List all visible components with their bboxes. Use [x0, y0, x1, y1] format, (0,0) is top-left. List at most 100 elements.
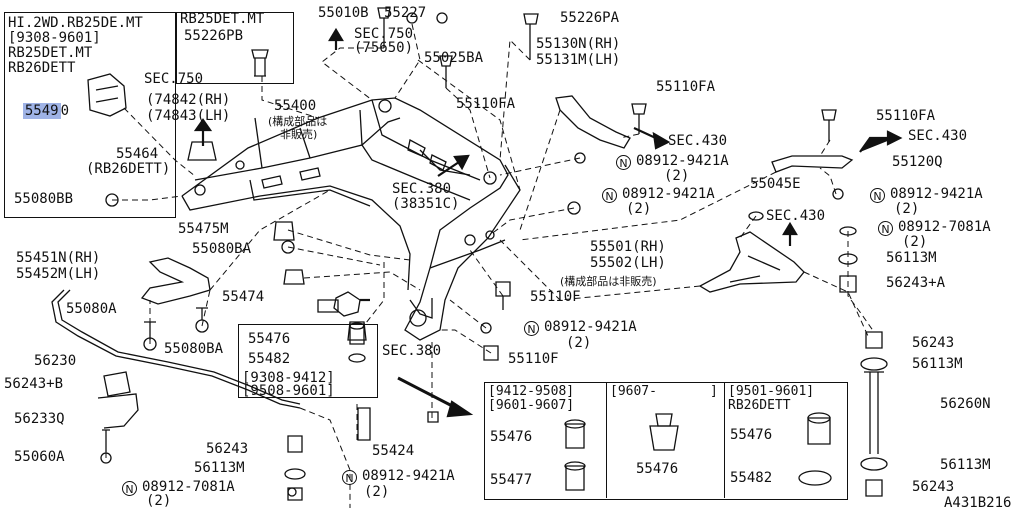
part-56113m-2[interactable]: 56113M	[912, 356, 963, 372]
part-56243-1[interactable]: 56243	[912, 335, 955, 351]
part-08912-7081a-1[interactable]: 08912-7081A	[898, 219, 991, 235]
part-55110fa-2[interactable]: 55110FA	[656, 79, 716, 95]
part-08912-9421a-3[interactable]: 08912-9421A	[890, 186, 983, 202]
part-08912-9421a-2[interactable]: 08912-9421A	[622, 186, 715, 202]
variant-cell-divider-2	[724, 382, 725, 498]
part-55452m[interactable]: 55452M(LH)	[16, 266, 101, 282]
sec750-b-sub: (75650)	[354, 40, 414, 56]
sec750-a-rh: (74842(RH)	[146, 92, 231, 108]
part-55477[interactable]: 55477	[490, 472, 533, 488]
part-55110f-2[interactable]: 55110F	[508, 351, 559, 367]
part-55045e[interactable]: 55045E	[750, 176, 801, 192]
part-55110f-1[interactable]: 55110F	[530, 289, 581, 305]
part-55227[interactable]: 55227	[384, 5, 427, 21]
part-55482-1[interactable]: 55482	[248, 351, 291, 367]
note-not-sold-2: 非販売)	[280, 128, 318, 141]
part-55476-4[interactable]: 55476	[730, 427, 773, 443]
part-55464[interactable]: 55464	[116, 146, 159, 162]
n-symbol-2: N	[602, 188, 617, 203]
n-symbol-5: N	[524, 321, 539, 336]
n-symbol-7: N	[122, 481, 137, 496]
n-symbol-1: N	[616, 155, 631, 170]
note-engine-2: [9308-9601]	[8, 30, 101, 46]
part-56113m-4[interactable]: 56113M	[940, 457, 991, 473]
rb25det-box	[176, 12, 294, 84]
sec380-a[interactable]: SEC.380	[392, 181, 452, 197]
part-55060a[interactable]: 55060A	[14, 449, 65, 465]
part-55501[interactable]: 55501(RH)	[590, 239, 666, 255]
part-08912-9421a-1[interactable]: 08912-9421A	[636, 153, 729, 169]
part-55226pa[interactable]: 55226PA	[560, 10, 620, 26]
note-not-sold-single: (構成部品は非販売)	[560, 275, 657, 288]
part-55080ba-1[interactable]: 55080BA	[192, 241, 252, 257]
part-56230[interactable]: 56230	[34, 353, 77, 369]
part-08912-9421a-5[interactable]: 08912-9421A	[362, 468, 455, 484]
qty-7: (2)	[146, 493, 172, 509]
part-55424[interactable]: 55424	[372, 443, 415, 459]
part-08912-9421a-4[interactable]: 08912-9421A	[544, 319, 637, 335]
part-55130n[interactable]: 55130N(RH)	[536, 36, 621, 52]
part-55476-1[interactable]: 55476	[248, 331, 291, 347]
part-55502[interactable]: 55502(LH)	[590, 255, 666, 271]
part-55226pb[interactable]: 55226PB	[184, 28, 244, 44]
part-56243b[interactable]: 56243+B	[4, 376, 64, 392]
part-55476-2[interactable]: 55476	[490, 429, 533, 445]
part-56243-3[interactable]: 56243	[912, 479, 955, 495]
part-55080bb[interactable]: 55080BB	[14, 191, 74, 207]
engine-variant-box	[4, 12, 176, 218]
note-rb26: (RB26DETT)	[86, 161, 171, 177]
part-55475m[interactable]: 55475M	[178, 221, 229, 237]
part-55080a[interactable]: 55080A	[66, 301, 117, 317]
diagram-id: A431B216	[944, 495, 1012, 511]
part-56243a[interactable]: 56243+A	[886, 275, 946, 291]
part-08912-7081a-2[interactable]: 08912-7081A	[142, 479, 235, 495]
part-55474[interactable]: 55474	[222, 289, 265, 305]
qty-3: (2)	[894, 201, 920, 217]
qty-6: (2)	[364, 484, 390, 500]
sec430-b[interactable]: SEC.430	[908, 128, 968, 144]
qty-2: (2)	[626, 201, 652, 217]
qty-1: (2)	[664, 168, 690, 184]
part-55120q[interactable]: 55120Q	[892, 154, 943, 170]
part-55476-3[interactable]: 55476	[636, 461, 679, 477]
sec430-a[interactable]: SEC.430	[668, 133, 728, 149]
bushing-detail-box	[238, 324, 378, 398]
sec750-a-lh: (74843(LH)	[146, 108, 231, 124]
part-55451n[interactable]: 55451N(RH)	[16, 250, 101, 266]
sec430-c[interactable]: SEC.430	[766, 208, 826, 224]
part-56233q[interactable]: 56233Q	[14, 411, 65, 427]
highlighted-part-suffix: 0	[60, 103, 70, 119]
note-engine-4: RB26DETT	[8, 60, 76, 76]
variant-detail-table	[484, 382, 848, 500]
part-56113m-3[interactable]: 56113M	[194, 460, 245, 476]
part-55110fa-3[interactable]: 55110FA	[876, 108, 936, 124]
range-9308-9412: [9308-9412]	[242, 370, 335, 386]
n-symbol-6: N	[342, 470, 357, 485]
note-engine-3: RB25DET.MT	[8, 45, 93, 61]
part-55010b[interactable]: 55010B	[318, 5, 369, 21]
range-9508-9601: [9508-9601]	[242, 383, 335, 399]
n-symbol-4: N	[878, 221, 893, 236]
note-engine-1: HI.2WD.RB25DE.MT	[8, 15, 143, 31]
note-not-sold-1: (構成部品は	[268, 115, 328, 128]
sec750-a[interactable]: SEC.750	[144, 71, 204, 87]
part-56113m-1[interactable]: 56113M	[886, 250, 937, 266]
sec380-a-sub: (38351C)	[392, 196, 460, 212]
part-56243-2[interactable]: 56243	[206, 441, 249, 457]
part-55025ba[interactable]: 55025BA	[424, 50, 484, 66]
n-symbol-3: N	[870, 188, 885, 203]
part-55482-2[interactable]: 55482	[730, 470, 773, 486]
part-55110fa-1[interactable]: 55110FA	[456, 96, 516, 112]
highlighted-part-number[interactable]: 5549	[22, 103, 61, 119]
sec750-b[interactable]: SEC.750	[354, 26, 414, 42]
cell1-range-2: [9601-9607]	[488, 398, 575, 413]
cell2-range-1: [9607-	[610, 384, 657, 399]
sec380-b[interactable]: SEC.380	[382, 343, 442, 359]
part-55080ba-2[interactable]: 55080BA	[164, 341, 224, 357]
part-55131m[interactable]: 55131M(LH)	[536, 52, 621, 68]
part-55400[interactable]: 55400	[274, 98, 317, 114]
part-56260n[interactable]: 56260N	[940, 396, 991, 412]
